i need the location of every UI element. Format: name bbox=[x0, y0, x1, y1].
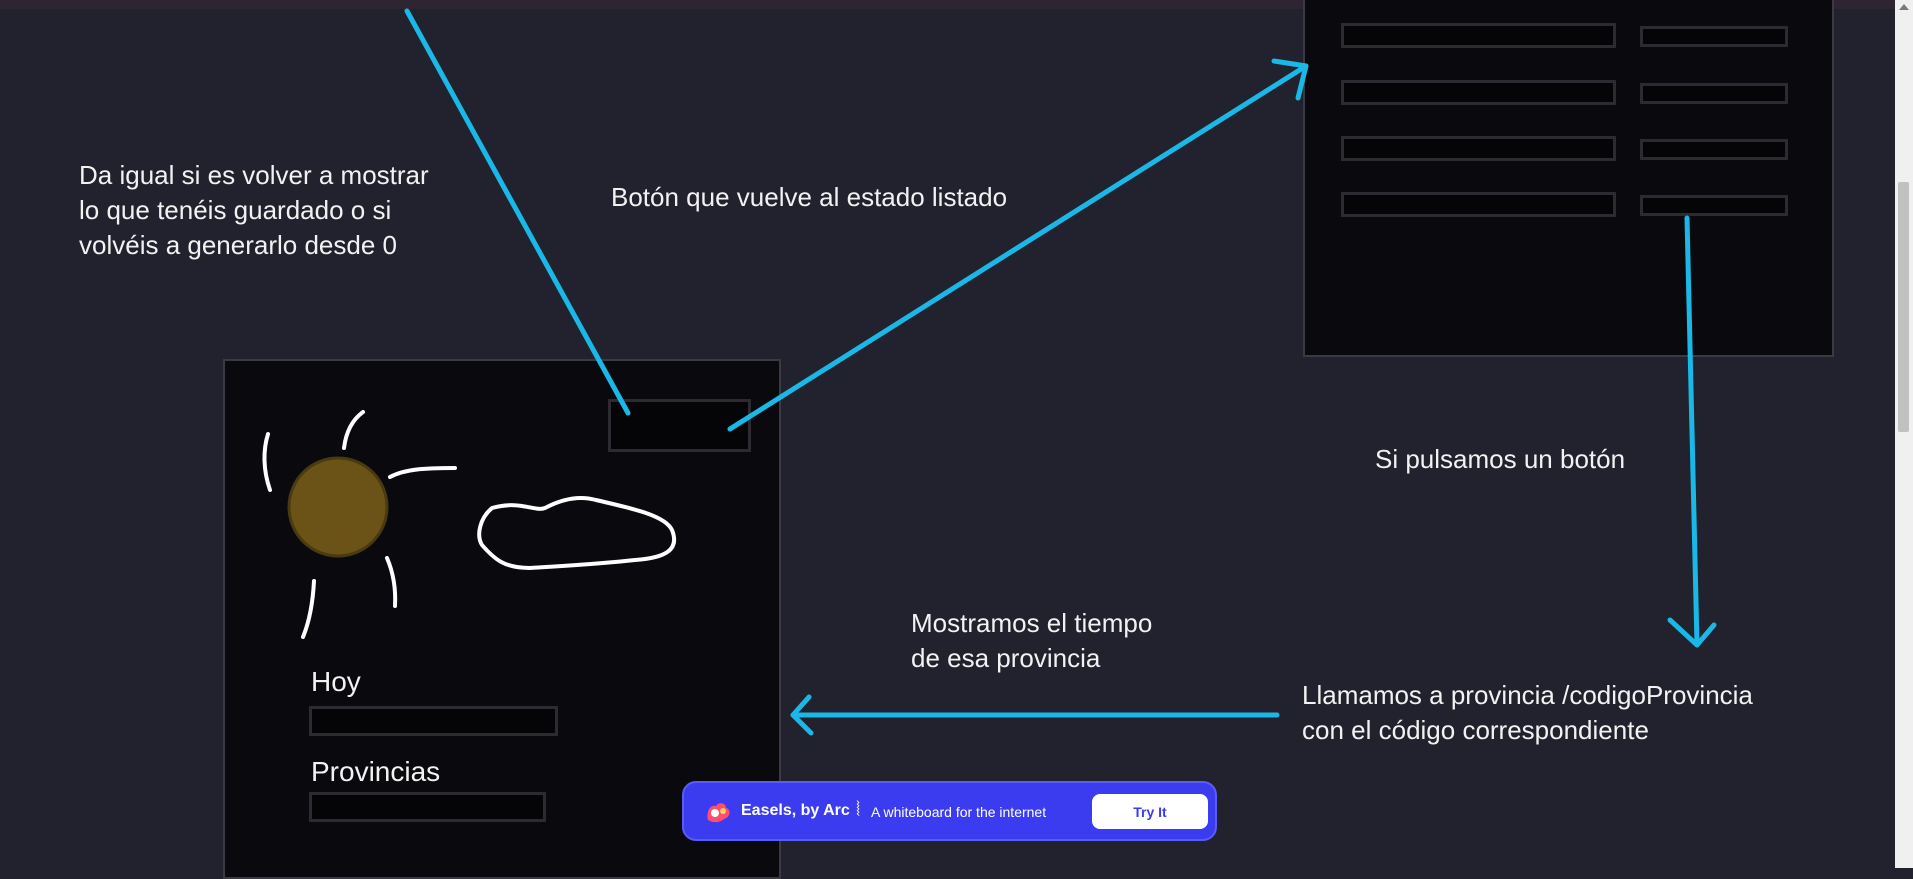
provinces-field bbox=[309, 792, 546, 822]
note-regenerate: Da igual si es volver a mostrar lo que t… bbox=[79, 160, 429, 260]
arrow-press-button bbox=[1684, 215, 1700, 648]
list-row-name bbox=[1341, 80, 1616, 105]
arrow-back-to-list-head bbox=[1271, 58, 1309, 101]
list-row-button[interactable] bbox=[1640, 195, 1788, 216]
banner-separator: ⦚ bbox=[856, 799, 861, 821]
easels-logo-icon bbox=[707, 803, 730, 823]
note-press-button: Si pulsamos un botón bbox=[1375, 444, 1626, 474]
try-it-button[interactable]: Try It bbox=[1092, 794, 1208, 829]
today-label: Hoy bbox=[311, 666, 361, 697]
sun-icon bbox=[262, 410, 457, 639]
list-row-button[interactable] bbox=[1640, 83, 1788, 104]
list-row-name bbox=[1341, 136, 1616, 161]
scrollbar-thumb[interactable] bbox=[1898, 182, 1909, 432]
banner-subtitle: A whiteboard for the internet bbox=[871, 804, 1047, 820]
note-back-button: Botón que vuelve al estado listado bbox=[611, 182, 1008, 212]
list-row-name bbox=[1341, 192, 1616, 217]
banner-title: Easels, by Arc bbox=[741, 802, 850, 819]
arrow-back-to-list bbox=[727, 63, 1309, 432]
note-show-weather: Mostramos el tiempo de esa provincia bbox=[911, 608, 1153, 673]
list-row-button[interactable] bbox=[1640, 139, 1788, 160]
province-list-panel bbox=[1303, 0, 1834, 357]
back-button-placeholder[interactable] bbox=[608, 399, 751, 452]
list-row-button[interactable] bbox=[1640, 26, 1788, 47]
easels-promo-banner[interactable]: Easels, by Arc ⦚ A whiteboard for the in… bbox=[682, 781, 1217, 841]
note-call-province: Llamamos a provincia /codigoProvincia co… bbox=[1302, 680, 1753, 745]
provinces-label: Provincias bbox=[311, 756, 441, 787]
today-field bbox=[309, 706, 558, 736]
arrow-press-button-head bbox=[1667, 617, 1717, 648]
list-row-name bbox=[1341, 23, 1616, 48]
cloud-icon bbox=[477, 496, 677, 570]
page-scrollbar[interactable] bbox=[1895, 0, 1913, 868]
arrow-show-weather-head bbox=[790, 694, 814, 736]
arrow-regenerate bbox=[404, 8, 631, 416]
scroll-up-icon[interactable] bbox=[1899, 4, 1909, 10]
top-bar bbox=[0, 0, 1913, 9]
